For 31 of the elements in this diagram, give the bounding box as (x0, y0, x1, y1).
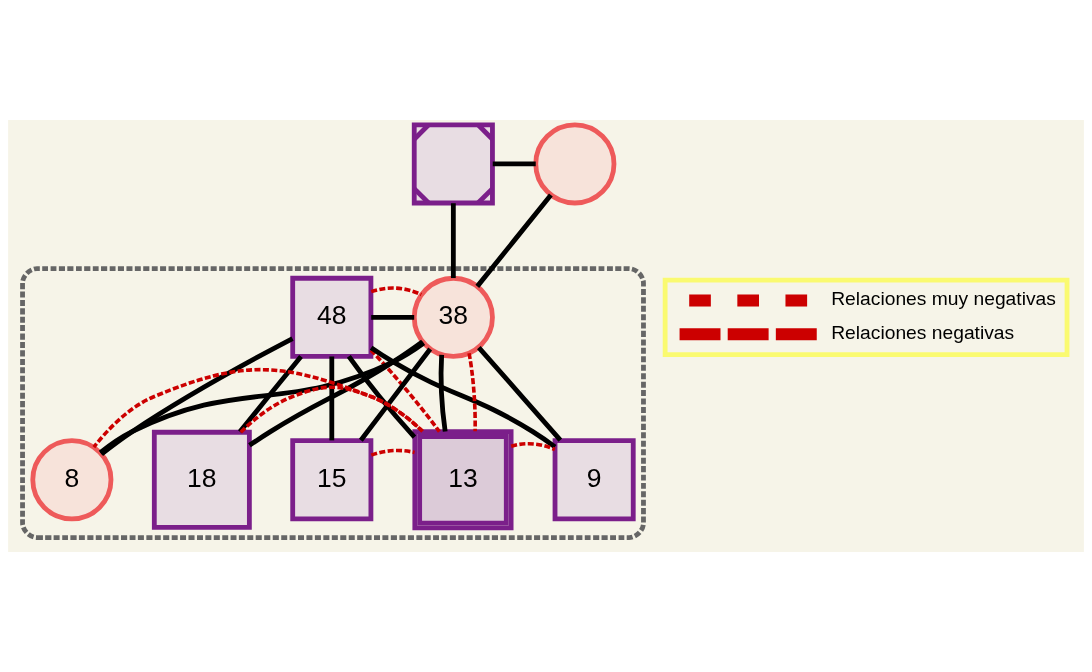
connector (92, 367, 424, 449)
node-circle (533, 122, 617, 206)
legend-label: Relaciones muy negativas (831, 288, 1056, 310)
node-box: 48 (290, 275, 374, 359)
connector (371, 314, 415, 320)
node-circle: 38 (411, 275, 495, 359)
connector (475, 193, 553, 288)
connector (248, 339, 424, 448)
legend-label: Relaciones negativas (831, 321, 1015, 343)
connector (438, 354, 448, 432)
connector (346, 355, 417, 439)
connector (98, 341, 426, 455)
connector (329, 356, 335, 441)
node-circle: 8 (30, 438, 114, 522)
node-box: 18 (151, 429, 252, 530)
node-box: 9 (552, 438, 636, 522)
connector (358, 347, 433, 442)
connector (369, 345, 557, 449)
connector (477, 345, 563, 442)
connector (369, 348, 441, 433)
connector (370, 448, 415, 457)
connector (238, 354, 303, 434)
connector (492, 161, 536, 167)
connector (370, 286, 422, 297)
cluster (20, 266, 646, 540)
connector (450, 203, 456, 279)
connector (100, 336, 294, 456)
connector (467, 352, 477, 432)
node-box: 13 (412, 429, 514, 531)
node-box: 15 (290, 438, 374, 522)
connector (510, 441, 556, 452)
